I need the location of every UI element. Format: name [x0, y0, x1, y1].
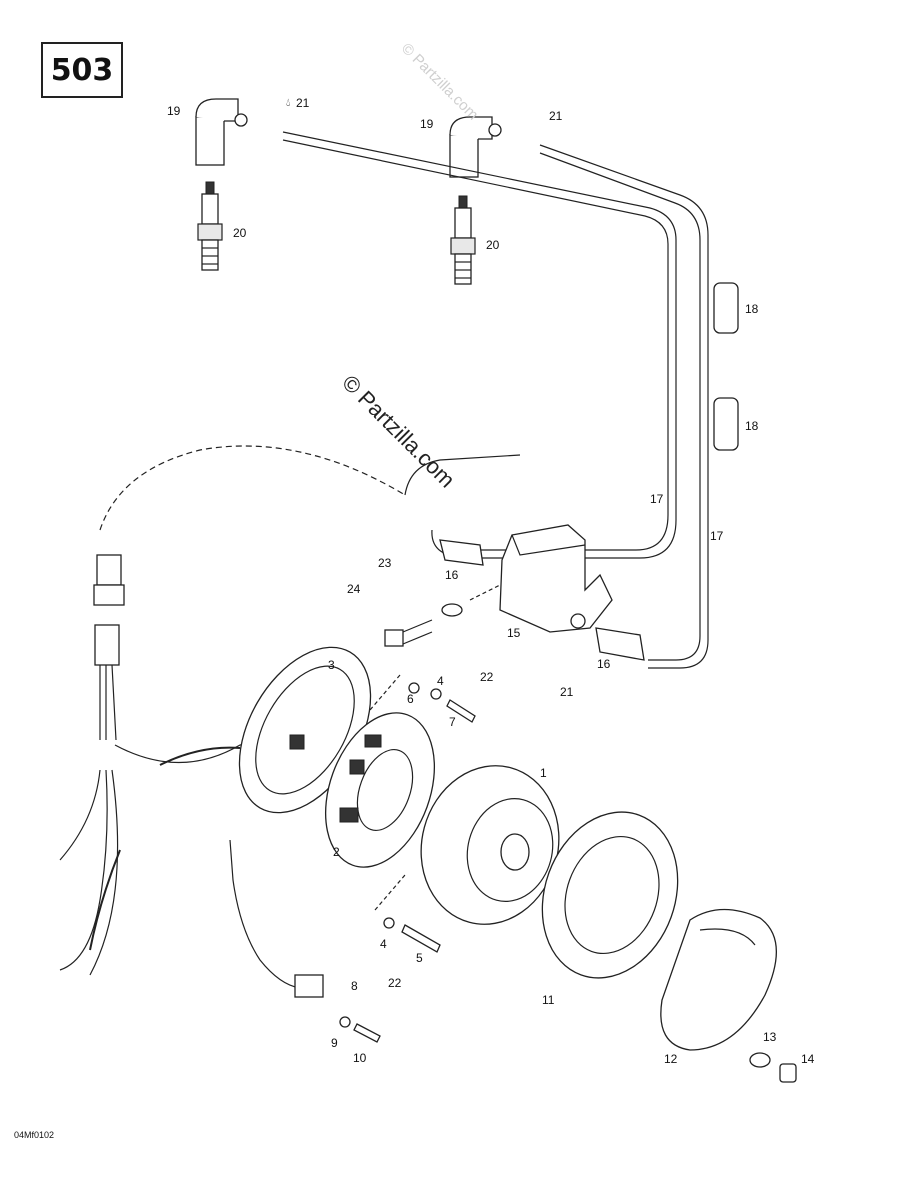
callout-18-bottom: 18 [745, 419, 759, 433]
callout-13: 13 [763, 1030, 777, 1044]
callout-4-top: 4 [437, 674, 444, 688]
spark-plug-right [450, 195, 476, 285]
callout-20-left: 20 [233, 226, 247, 240]
callout-5: 5 [416, 951, 423, 965]
callout-8: 8 [351, 979, 358, 993]
callout-17-left: 17 [650, 492, 664, 506]
flywheel [420, 765, 560, 925]
spark-plug-cap-left [195, 98, 248, 166]
coil-boots [439, 539, 645, 661]
callout-18-top: 18 [745, 302, 759, 316]
callout-24: 24 [347, 582, 361, 596]
callout-17-right: 17 [710, 529, 724, 543]
callout-9: 9 [331, 1036, 338, 1050]
trigger-coil [229, 839, 324, 998]
callout-16-bottom: 16 [597, 657, 611, 671]
callout-14: 14 [801, 1052, 815, 1066]
callout-6: 6 [407, 692, 414, 706]
wire-sleeves [713, 282, 739, 451]
callout-4-bottom: 4 [380, 937, 387, 951]
callout-15: 15 [507, 626, 521, 640]
callout-22-top: 22 [480, 670, 494, 684]
callout-2: 2 [333, 845, 340, 859]
callout-1: 1 [540, 766, 547, 780]
callout-7: 7 [449, 715, 456, 729]
callout-22-bottom: 22 [388, 976, 402, 990]
callout-19-left: 19 [167, 104, 181, 118]
diagram-code-box: 503 [41, 42, 123, 98]
starter-cup [660, 908, 777, 1051]
small-hardware [339, 674, 797, 1083]
spark-plug-left [197, 181, 223, 271]
callout-19-right: 19 [420, 117, 434, 131]
callout-11: 11 [542, 993, 555, 1007]
ring-gear [541, 811, 679, 979]
callout-21-left: 21 [296, 96, 310, 110]
callout-20-right: 20 [486, 238, 500, 252]
ignition-coil [499, 524, 613, 633]
callout-21-bottom: 21 [560, 685, 574, 699]
callout-21-right: 21 [549, 109, 563, 123]
callout-3: 3 [328, 658, 335, 672]
drop-icon: 💧︎ [286, 97, 291, 109]
footer-code: 04Mf0102 [14, 1130, 55, 1140]
wiring-harness [59, 445, 406, 976]
callout-10: 10 [353, 1051, 367, 1065]
coil-bolt [384, 584, 501, 647]
callout-23: 23 [378, 556, 392, 570]
callout-12: 12 [664, 1052, 678, 1066]
stator [324, 712, 436, 868]
callout-16-top: 16 [445, 568, 459, 582]
